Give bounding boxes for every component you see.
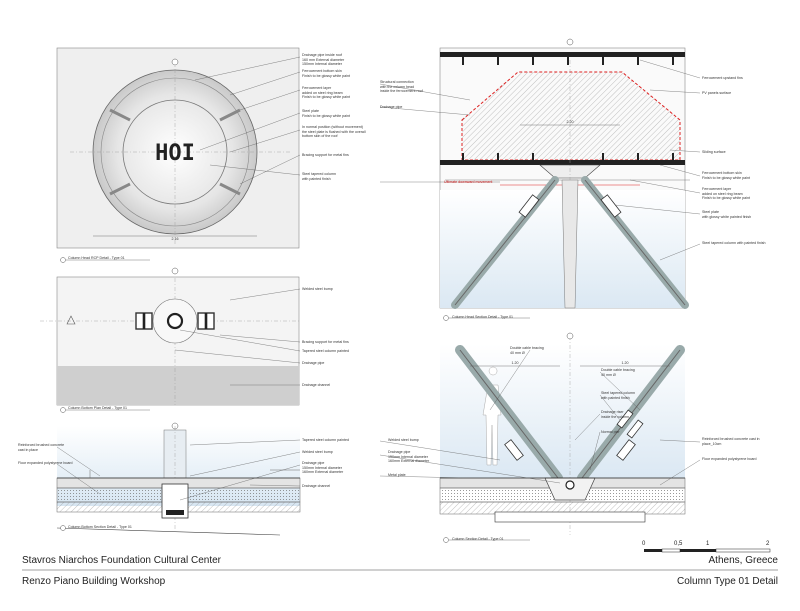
plan-note-bracing: Bracing support for metal fins <box>302 340 349 344</box>
col-note-bump: Welded steel bump <box>388 438 419 442</box>
bottom-plan-drawing <box>40 267 301 413</box>
scale-label-1: 1 <box>706 541 710 547</box>
rcp-logo: HOI <box>155 141 195 166</box>
scale-bar <box>644 548 771 553</box>
col-note-cable-right: Double cable bracing 40 mm Ø <box>601 368 635 377</box>
head-note-sliding: Sliding surface <box>702 150 726 154</box>
rcp-note-steel-plate: Steel plate Finish to be glossy white pa… <box>302 109 350 118</box>
rcp-note-normal-position: In normal position (without movement) th… <box>302 125 366 139</box>
firm-name: Renzo Piano Building Workshop <box>22 576 166 587</box>
scale-label-0: 0 <box>642 541 646 547</box>
rcp-note-bracing: Bracing support for metal fins <box>302 153 349 157</box>
col-note-tapered: Steel tapered column with painted finish <box>601 391 635 400</box>
head-note-pv: PV panels surface <box>702 91 732 95</box>
head-note-ferro-layer: Ferrocement layer added on steel ring be… <box>702 187 750 201</box>
col-dim-right: 1.20 <box>622 361 629 365</box>
head-note-ferro-bottom: Ferrocement bottom skin Finish to be glo… <box>702 171 750 180</box>
base-caption: Column Bottom Section Detail - Type 01 <box>68 525 132 529</box>
col-note-cable-left: Double cable bracing 40 mm Ø <box>510 346 544 355</box>
base-note-column: Tapered steel column painted <box>302 438 349 442</box>
col-note-polystyrene: Floor expanded polystyrene board <box>702 457 757 461</box>
head-section-drawing: 2.20 <box>379 38 701 321</box>
col-section-drawing: 1.20 1.20 <box>379 332 701 543</box>
scale-label-2: 2 <box>766 541 770 547</box>
rcp-note-drainage: Drainage pipe inside roof 160 mm Externa… <box>302 53 345 67</box>
col-dim-left: 1.20 <box>512 361 519 365</box>
head-caption: Column Head Section Detail - Type 01 <box>452 315 514 319</box>
location: Athens, Greece <box>708 555 778 566</box>
base-section-drawing <box>56 422 301 536</box>
scale-label-05: 0,5 <box>674 541 683 547</box>
plan-caption: Column Bottom Plan Detail - Type 01 <box>68 406 128 410</box>
head-note-connection: Structural connection with the column he… <box>380 80 423 94</box>
plan-note-column: Tapered steel column painted <box>302 349 349 353</box>
rcp-note-ferro-layer: Ferrocement layer added on steel ring be… <box>302 86 350 100</box>
head-note-fins: Ferrocement upstand fins <box>702 76 743 80</box>
base-note-polystyrene: Floor expanded polystyrene board <box>18 461 73 465</box>
rcp-note-column: Steel tapered column with painted finish <box>302 172 336 181</box>
base-note-bump: Welded steel bump <box>302 450 333 454</box>
head-note-drainage: Drainage pipe <box>380 105 403 109</box>
plan-note-bump: Welded steel bump <box>302 287 333 291</box>
col-note-concrete: Reinforced brushed concrete cast in plac… <box>702 437 760 446</box>
base-note-concrete: Reinforced brushed concrete cast in plac… <box>18 443 65 452</box>
col-caption: Column Section Detail - Type 01 <box>452 537 504 541</box>
project-title: Stavros Niarchos Foundation Cultural Cen… <box>22 555 221 566</box>
head-note-movement: Ultimate downward movement <box>444 180 493 184</box>
base-note-channel: Drainage channel <box>302 484 331 488</box>
plan-note-channel: Drainage channel <box>302 383 331 387</box>
rcp-caption: Column Head RCP Detail - Type 01 <box>68 256 125 260</box>
col-note-pier: Normal pier <box>601 430 620 434</box>
col-note-drainage: Drainage pipe 150mm Internal diameter 16… <box>388 450 430 464</box>
rcp-note-ferro-bottom: Ferrocement bottom skin Finish to be glo… <box>302 69 350 78</box>
base-note-drainage: Drainage pipe 150mm Internal diameter 16… <box>302 461 344 475</box>
col-note-plate: Metal plate <box>388 473 406 477</box>
head-note-column: Steel tapered column with painted finish <box>702 241 766 245</box>
plan-note-drainage-pipe: Drainage pipe <box>302 361 325 365</box>
sheet-title: Column Type 01 Detail <box>677 576 778 587</box>
col-note-riser: Drainage riser inside the column <box>601 410 629 419</box>
rcp-dim: 2.16 <box>172 237 179 241</box>
head-note-plate: Steel plate with glossy white painted fi… <box>702 210 752 219</box>
head-dim: 2.20 <box>567 120 574 124</box>
rcp-drawing: HOI 2.16 <box>56 47 301 263</box>
